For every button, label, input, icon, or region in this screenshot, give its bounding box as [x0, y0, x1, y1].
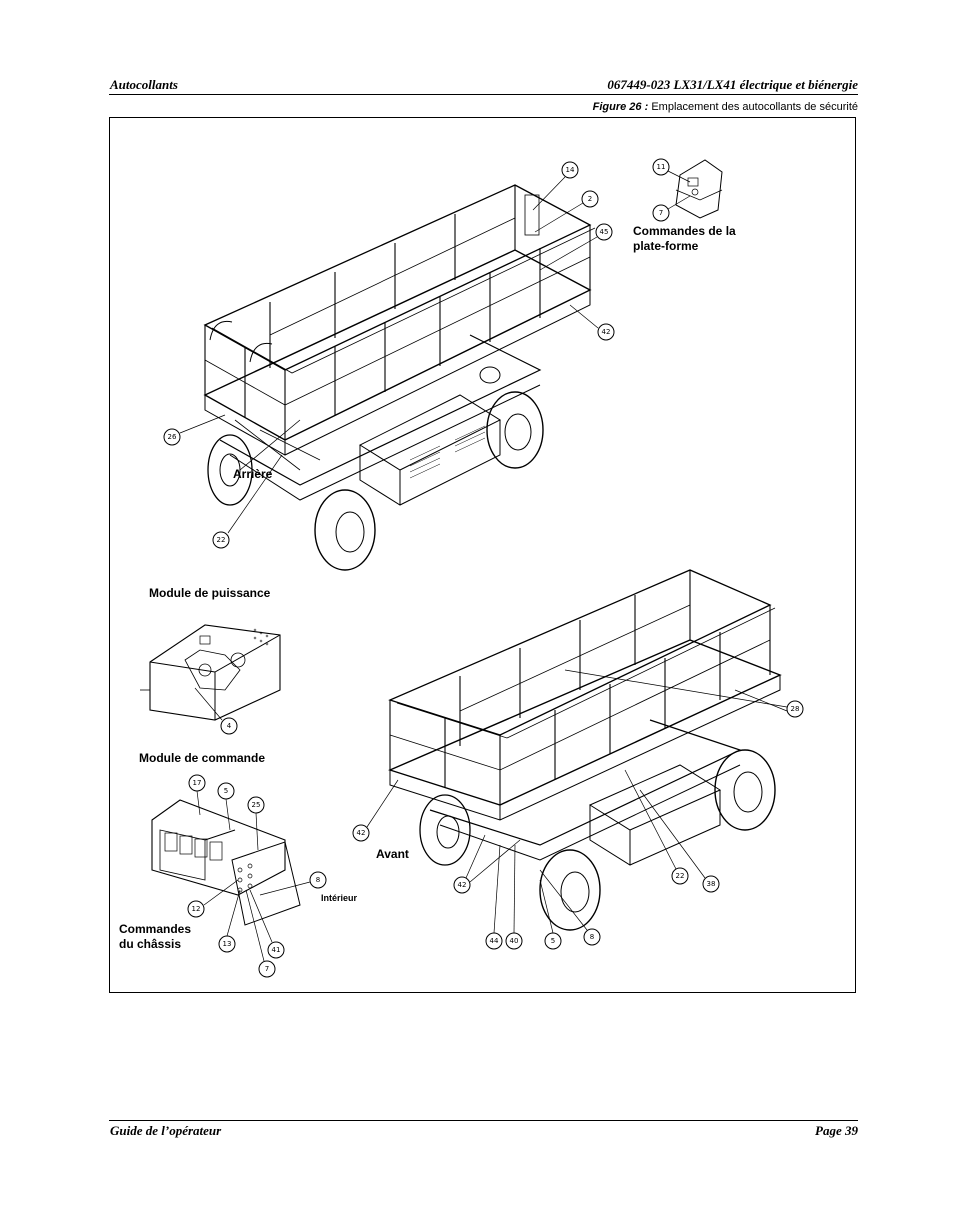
callout-22: 22 [675, 872, 685, 880]
callout-4: 4 [226, 722, 232, 730]
callout-5: 5 [550, 937, 556, 945]
label-chassis-controls-line2: du châssis [119, 937, 182, 951]
callout-14: 14 [565, 166, 575, 174]
callout-25: 25 [251, 801, 261, 809]
callout-13: 13 [222, 940, 232, 948]
label-chassis-controls-line1: Commandes [119, 922, 192, 936]
callout-22: 22 [216, 536, 226, 544]
lift-rear-view [163, 161, 615, 571]
label-front: Avant [376, 847, 409, 861]
figure-caption-text: Emplacement des autocollants de sécurité [651, 101, 858, 113]
figure-number: Figure 26 : [592, 101, 649, 113]
callout-17: 17 [192, 779, 202, 787]
label-interior: Intérieur [321, 893, 358, 903]
footer-rule [109, 1120, 858, 1121]
platform-control-box [652, 158, 723, 222]
label-power-module: Module de puissance [149, 586, 271, 600]
callout-42: 42 [601, 328, 611, 336]
header-rule [109, 94, 858, 95]
callout-8: 8 [589, 933, 595, 941]
footer-guide: Guide de l’opérateur [110, 1123, 222, 1138]
label-chassis-controls: Commandes du châssis [119, 922, 191, 952]
callout-45: 45 [599, 228, 609, 236]
label-platform-controls-line2: plate-forme [633, 239, 699, 253]
callout-2: 2 [587, 195, 593, 203]
label-rear: Arrière [233, 467, 273, 481]
callout-7: 7 [658, 209, 664, 217]
callout-41: 41 [271, 946, 281, 954]
callout-28: 28 [790, 705, 800, 713]
label-platform-controls-line1: Commandes de la [633, 224, 736, 238]
callout-38: 38 [706, 880, 716, 888]
label-platform-controls: Commandes de la plate-forme [633, 224, 736, 254]
header-section: Autocollants [110, 77, 178, 92]
callout-7: 7 [264, 965, 270, 973]
callout-8: 8 [315, 876, 321, 884]
callout-44: 44 [489, 937, 499, 945]
callout-5: 5 [223, 787, 229, 795]
callout-11: 11 [656, 163, 666, 171]
figure-caption: Figure 26 : Emplacement des autocollants… [593, 101, 858, 113]
footer-page-number: Page 39 [815, 1123, 858, 1138]
figure-frame [109, 117, 856, 993]
callout-12: 12 [191, 905, 201, 913]
callout-42: 42 [457, 881, 467, 889]
callout-40: 40 [509, 937, 519, 945]
callout-42: 42 [356, 829, 366, 837]
header-document-title: 067449-023 LX31/LX41 électrique et biéne… [607, 77, 858, 92]
label-control-module: Module de commande [139, 751, 266, 765]
control-module-drawing [151, 774, 327, 978]
power-module-drawing [140, 624, 281, 735]
lift-front-view [352, 569, 804, 950]
callout-26: 26 [167, 433, 177, 441]
